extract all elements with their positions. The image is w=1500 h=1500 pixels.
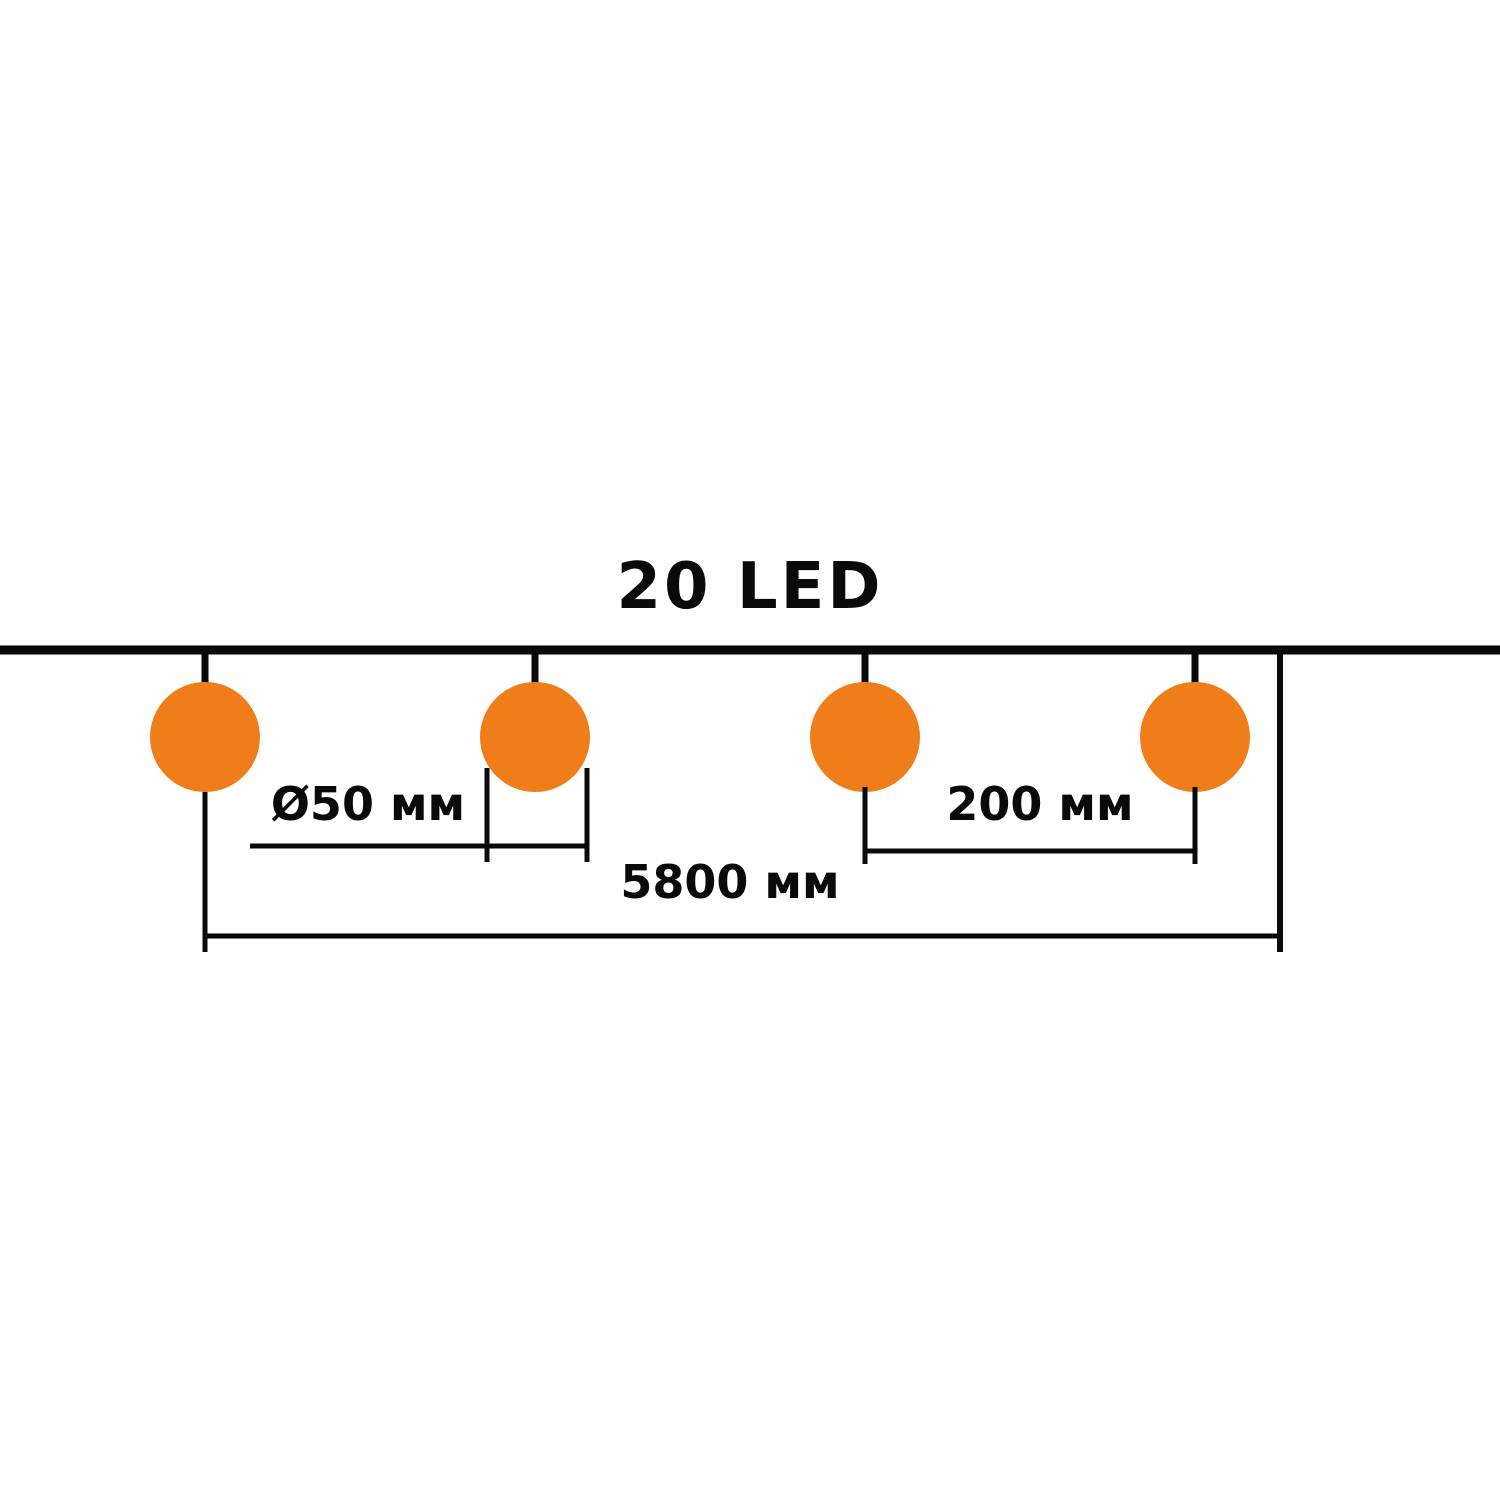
led-bulb-4: [1140, 682, 1250, 792]
total-length-label: 5800 мм: [620, 855, 839, 909]
bulb-spacing-label: 200 мм: [946, 777, 1133, 831]
diagram-title: 20 LED: [617, 550, 884, 624]
led-bulb-3: [810, 682, 920, 792]
bulb-diameter-label: Ø50 мм: [271, 777, 465, 831]
led-bulb-2: [480, 682, 590, 792]
led-bulb-1: [150, 682, 260, 792]
